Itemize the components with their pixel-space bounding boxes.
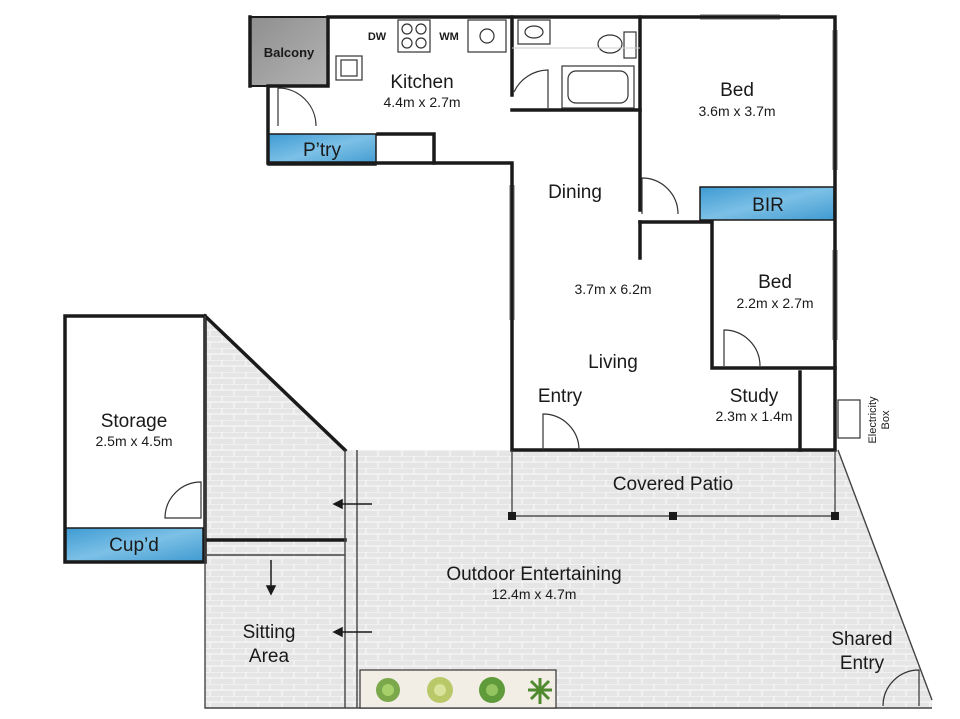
outdoor-entertaining-dimensions: 12.4m x 4.7m [492,586,577,602]
washing-machine-label: WM [439,31,459,43]
house-walls [248,15,837,452]
electricity-label: Electricity [867,396,879,444]
balcony-label: Balcony [264,45,315,60]
outdoor-entertaining-label: Outdoor Entertaining [446,564,621,585]
dining-label: Dining [548,182,602,203]
fixtures [335,19,640,109]
outdoor-lines [204,316,933,709]
living-label: Living [588,352,638,373]
pantry-label: P’try [303,140,342,161]
area-label: Area [249,646,290,667]
bed2-dimensions: 2.2m x 2.7m [736,295,813,311]
living-dimensions: 3.7m x 6.2m [574,281,651,297]
doors [164,69,920,707]
study-label: Study [730,386,779,407]
bed1-dimensions: 3.6m x 3.7m [698,103,775,119]
planter [359,669,557,709]
storage-dimensions: 2.5m x 4.5m [95,433,172,449]
paving [205,316,932,708]
study-dimensions: 2.3m x 1.4m [715,408,792,424]
storage-label: Storage [101,411,168,432]
electricity-box-label: Electricity Box [867,396,892,444]
bed2-label: Bed [758,272,792,293]
box-label: Box [880,410,892,429]
kitchen-label: Kitchen [390,72,453,93]
entry-label: Entry [538,386,583,407]
bir-label: BIR [752,195,784,216]
kitchen-dimensions: 4.4m x 2.7m [383,94,460,110]
covered-patio-label: Covered Patio [613,474,733,495]
covered-patio-structure [508,450,839,520]
dishwasher-label: DW [368,31,387,43]
shared-label: Shared [831,629,892,650]
cupboard-label: Cup’d [109,535,159,556]
bed1-label: Bed [720,80,754,101]
sitting-label: Sitting [243,622,296,643]
windows [509,14,838,340]
arrows [265,498,372,638]
electricity-box [837,399,861,439]
room-labels: Balcony DW WM Kitchen 4.4m x 2.7m P’try … [95,31,892,674]
shared-entry-label: Entry [840,653,885,674]
